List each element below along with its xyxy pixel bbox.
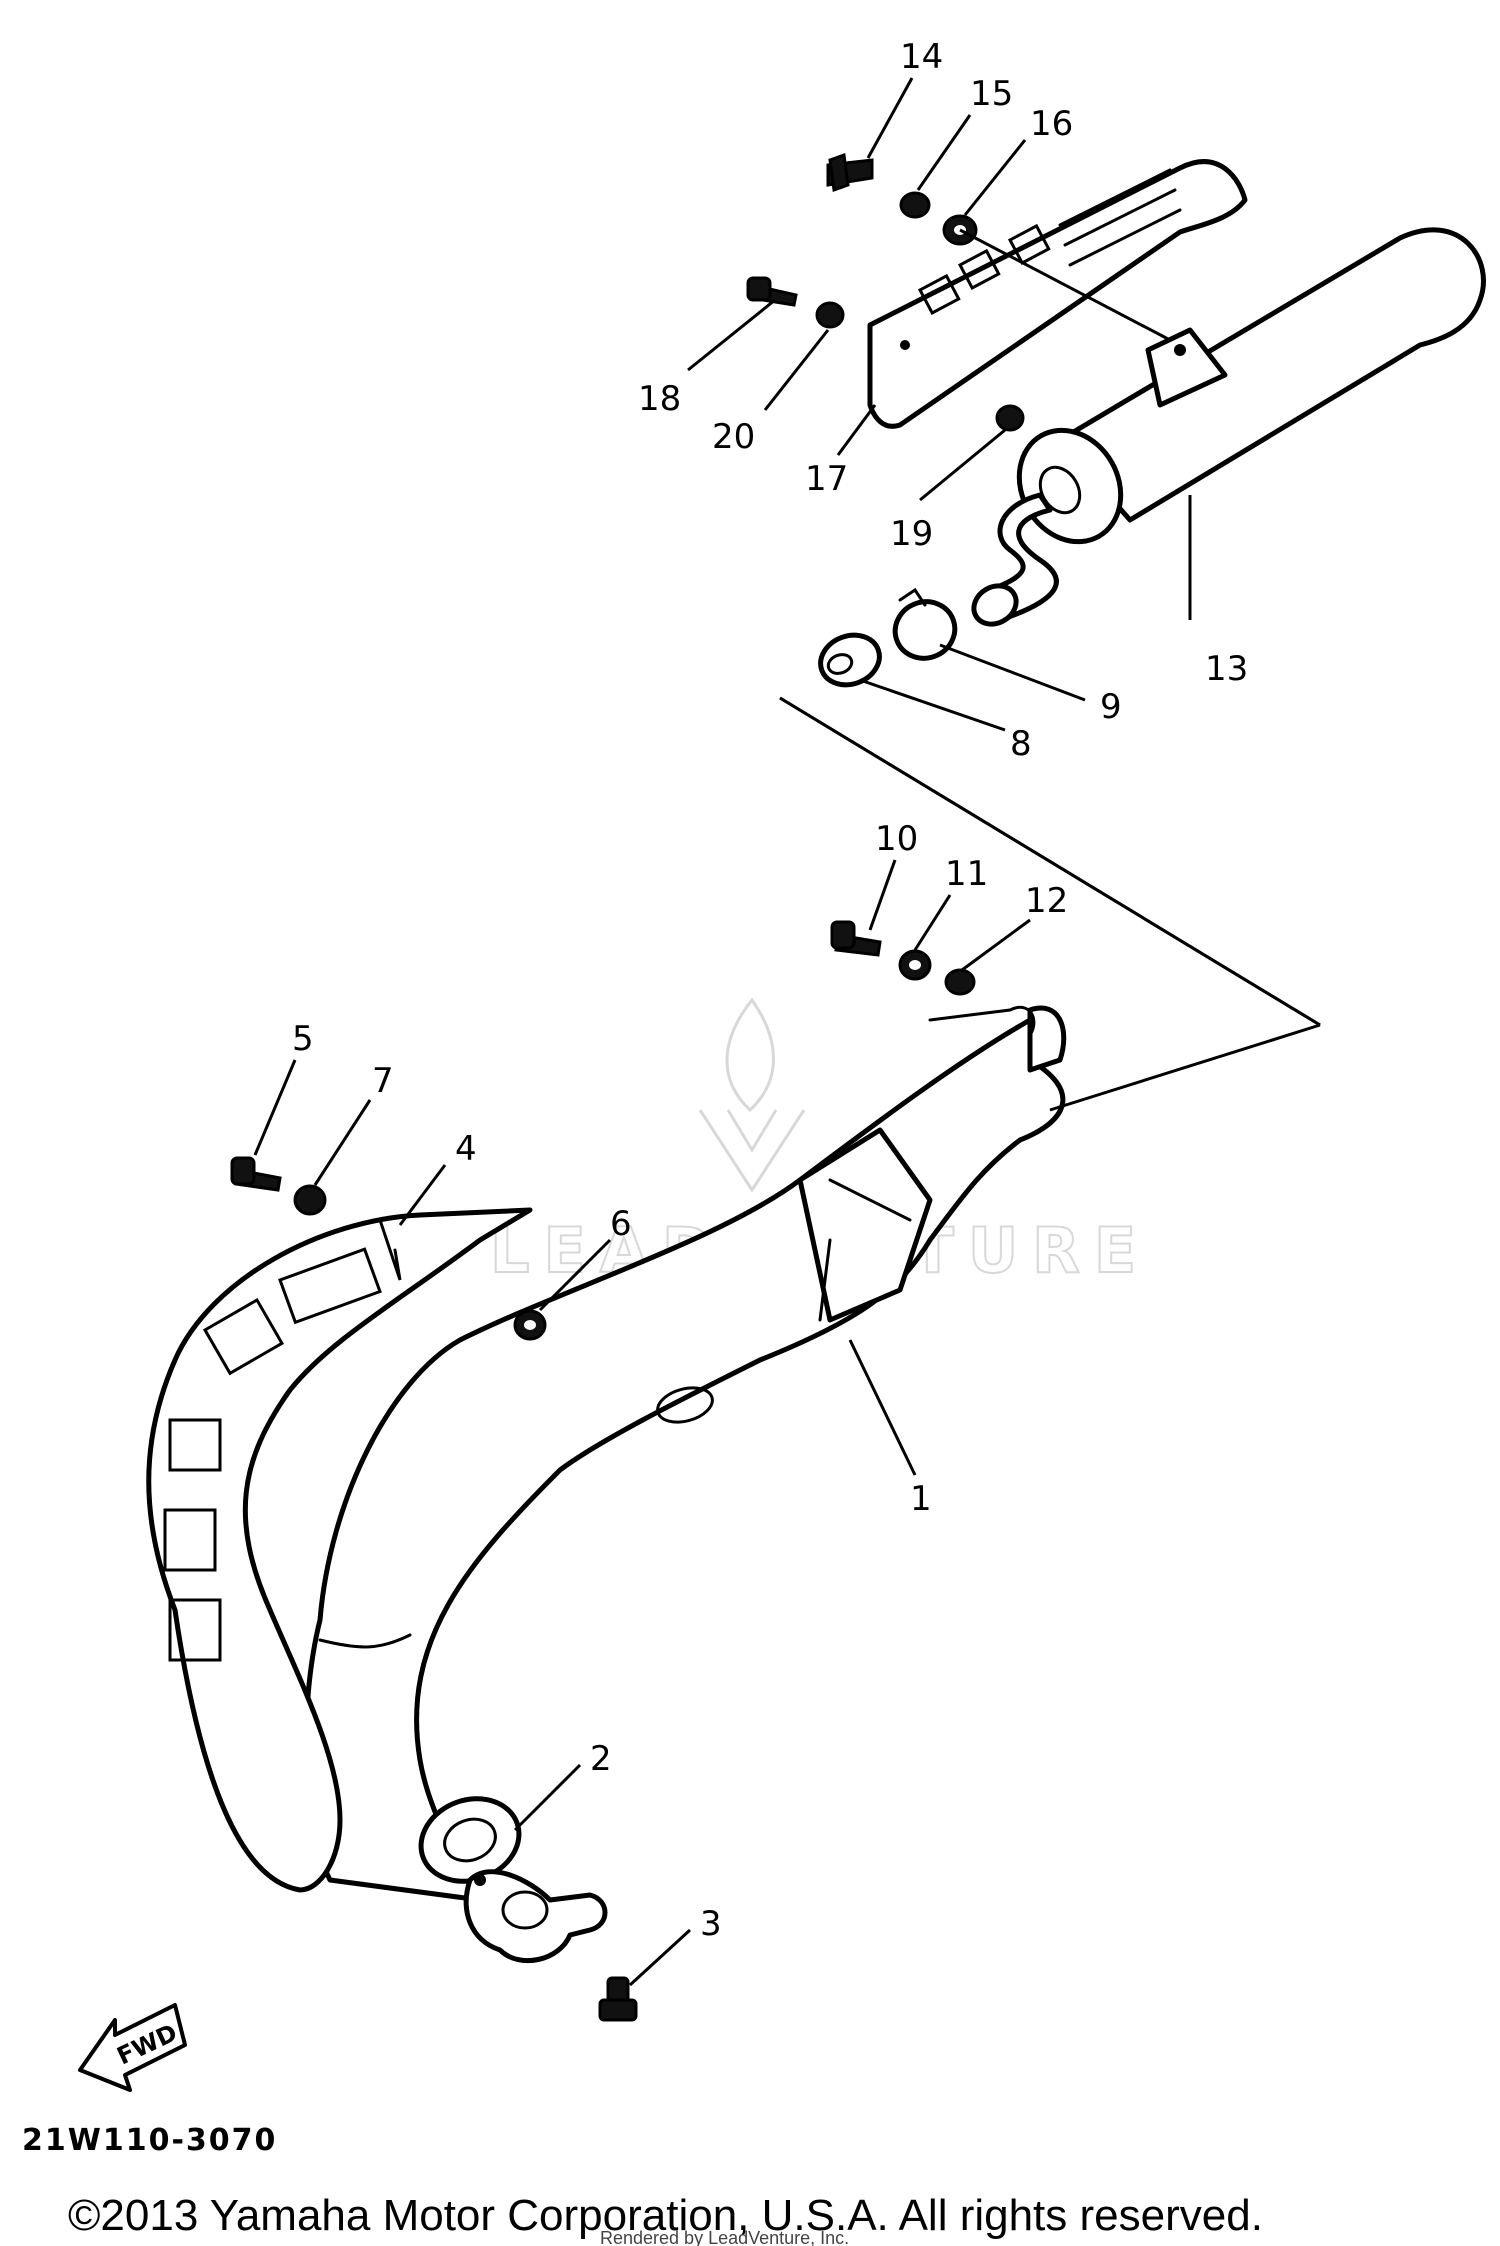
callout-11: 11 xyxy=(945,854,988,894)
callout-5: 5 xyxy=(292,1019,314,1059)
watermark-v-icon xyxy=(698,1109,806,1193)
callout-4: 4 xyxy=(455,1129,477,1169)
watermark-flame-icon xyxy=(725,997,775,1113)
callout-18: 18 xyxy=(638,379,681,419)
callout-labels: 1 2 3 4 5 6 7 8 9 10 11 12 13 14 15 16 1… xyxy=(292,37,1248,1944)
copyright-notice: ©2013 Yamaha Motor Corporation, U.S.A. A… xyxy=(68,2191,1263,2240)
callout-2: 2 xyxy=(590,1739,612,1779)
callout-14: 14 xyxy=(900,37,943,77)
callout-3: 3 xyxy=(700,1904,722,1944)
callout-8: 8 xyxy=(1010,724,1032,764)
muffler-protector xyxy=(867,159,1248,429)
stud-bolt xyxy=(598,1976,638,2022)
callout-12: 12 xyxy=(1025,881,1068,921)
callout-20: 20 xyxy=(712,417,755,457)
gasket xyxy=(418,1796,522,1884)
callout-9: 9 xyxy=(1100,687,1122,727)
leader-lines xyxy=(253,77,1321,1987)
callout-19: 19 xyxy=(890,514,933,554)
callout-15: 15 xyxy=(970,74,1013,114)
callout-7: 7 xyxy=(372,1061,394,1101)
fwd-arrow-icon xyxy=(78,2003,187,2092)
callout-6: 6 xyxy=(610,1204,632,1244)
fasteners xyxy=(230,152,1025,1341)
exhaust-chamber xyxy=(303,1005,1067,1903)
chamber-protector xyxy=(146,1207,533,1893)
callout-13: 13 xyxy=(1205,649,1248,689)
callout-16: 16 xyxy=(1030,104,1073,144)
muffler xyxy=(971,227,1486,627)
exhaust-flange xyxy=(463,1869,608,1964)
fwd-arrow: FWD xyxy=(78,2003,187,2092)
callout-1: 1 xyxy=(910,1479,932,1519)
diagram-code: 21W110-3070 xyxy=(22,2123,277,2158)
callout-10: 10 xyxy=(875,819,918,859)
rendered-by-notice: Rendered by LeadVenture, Inc. xyxy=(600,2228,849,2246)
callout-17: 17 xyxy=(805,459,848,499)
